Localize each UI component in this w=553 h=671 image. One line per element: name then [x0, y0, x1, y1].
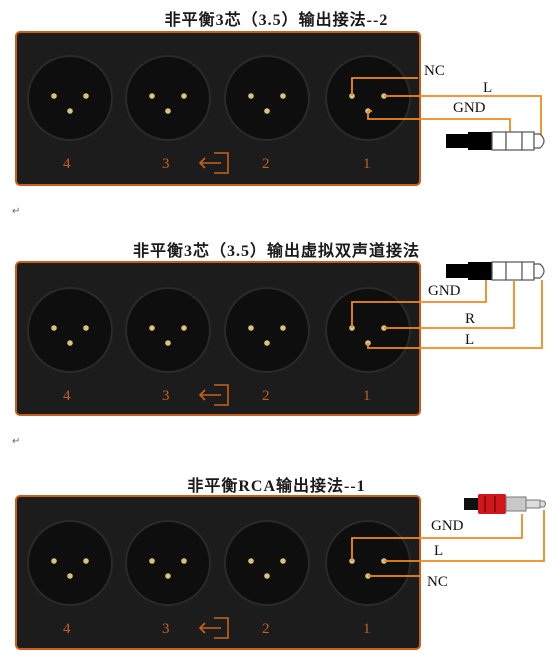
section-3-diagram: GND L NC 4 3 2 1 — [0, 494, 553, 654]
wire-label-gnd: GND — [428, 283, 461, 299]
connector-number-3: 3 — [162, 621, 170, 637]
wire-label-l: L — [434, 543, 444, 559]
connector-number-1: 1 — [363, 156, 371, 172]
xlr-connector-4 — [27, 287, 113, 373]
wire-label-l: L — [483, 80, 493, 96]
xlr-connector-4 — [27, 520, 113, 606]
xlr-connector-1 — [325, 520, 411, 606]
connector-number-4: 4 — [63, 621, 71, 637]
connector-number-2: 2 — [262, 156, 270, 172]
xlr-connector-3 — [125, 520, 211, 606]
connector-number-4: 4 — [63, 388, 71, 404]
section-3-wires — [351, 510, 545, 577]
rca-plug-icon — [464, 494, 546, 514]
xlr-connector-3 — [125, 55, 211, 141]
xlr-connector-3 — [125, 287, 211, 373]
xlr-connector-2 — [224, 55, 310, 141]
xlr-connector-2 — [224, 520, 310, 606]
section-2-wires — [351, 280, 543, 349]
wire-label-nc: NC — [427, 574, 448, 590]
connector-number-2: 2 — [262, 388, 270, 404]
xlr-connector-1 — [325, 55, 411, 141]
trs-plug-icon — [446, 131, 545, 151]
section-1-wires — [351, 77, 542, 140]
wire-label-gnd: GND — [431, 518, 464, 534]
wire-label-r: R — [465, 311, 476, 327]
input-arrow-icon — [198, 152, 229, 174]
section-2-panel — [15, 261, 545, 416]
section-1-diagram: NC L GND 4 3 2 1 — [0, 30, 553, 190]
connector-number-1: 1 — [363, 621, 371, 637]
xlr-connector-4 — [27, 55, 113, 141]
section-3-title: 非平衡RCA输出接法--1 — [187, 478, 366, 495]
connector-number-1: 1 — [363, 388, 371, 404]
input-arrow-icon — [198, 617, 229, 639]
xlr-connector-1 — [325, 287, 411, 373]
section-1-panel — [15, 31, 545, 186]
paragraph-mark: ↵ — [12, 206, 21, 217]
section-2-diagram: GND R L 4 3 2 1 — [0, 260, 553, 420]
trs-plug-icon — [446, 261, 545, 281]
section-1-title: 非平衡3芯（3.5）输出接法--2 — [164, 12, 389, 29]
section-2-title: 非平衡3芯（3.5）输出虚拟双声道接法 — [132, 243, 420, 260]
connector-number-3: 3 — [162, 156, 170, 172]
wire-label-l: L — [465, 332, 475, 348]
connector-number-3: 3 — [162, 388, 170, 404]
xlr-connector-2 — [224, 287, 310, 373]
input-arrow-icon — [198, 384, 229, 406]
connector-number-4: 4 — [63, 156, 71, 172]
wire-label-nc: NC — [424, 63, 445, 79]
wire-label-gnd: GND — [453, 100, 486, 116]
section-3-panel — [15, 494, 546, 650]
paragraph-mark: ↵ — [12, 436, 21, 447]
connector-number-2: 2 — [262, 621, 270, 637]
